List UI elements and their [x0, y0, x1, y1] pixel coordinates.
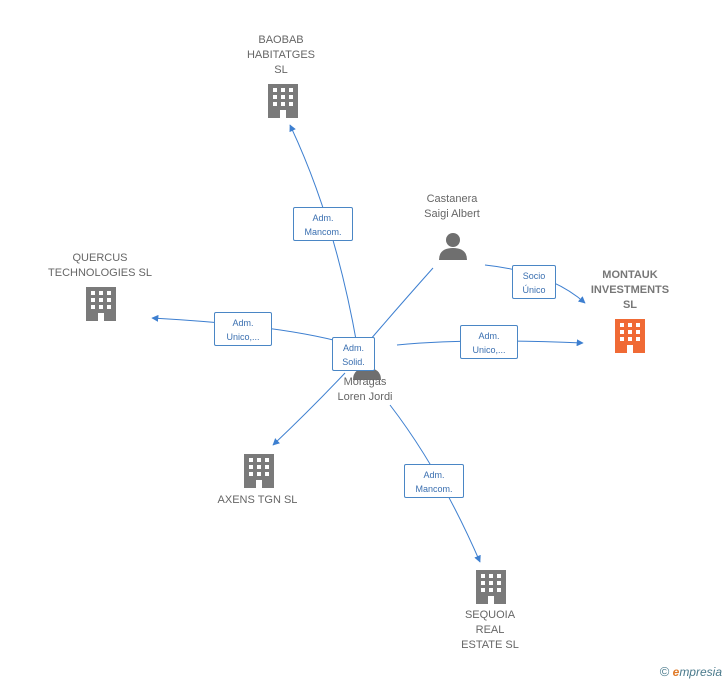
- edge-moragas-axens: [272, 372, 346, 446]
- empresia-watermark: © empresia: [660, 664, 722, 679]
- node-label-baobab[interactable]: BAOBAB HABITATGES SL: [246, 34, 316, 76]
- node-label-axens[interactable]: AXENS TGN SL: [217, 494, 298, 506]
- building-icon[interactable]: [476, 570, 506, 604]
- edge-label-castanera[interactable]: Socio Único: [512, 265, 556, 299]
- node-label-moragas[interactable]: Moragas Loren Jordi: [337, 376, 393, 403]
- node-label-montauk[interactable]: MONTAUK INVESTMENTS SL: [590, 269, 670, 311]
- edge-label-quercus[interactable]: Adm. Unico,...: [214, 312, 272, 346]
- edge-label-sequoia[interactable]: Adm. Mancom.: [404, 464, 464, 498]
- node-label-castanera[interactable]: Castanera Saigi Albert: [424, 193, 480, 220]
- brand-initial: e: [672, 665, 680, 679]
- building-icon[interactable]: [86, 287, 116, 321]
- building-icon[interactable]: [268, 84, 298, 118]
- edge-label-montauk[interactable]: Adm. Unico,...: [460, 325, 518, 359]
- node-label-sequoia[interactable]: SEQUOIA REAL ESTATE SL: [461, 609, 519, 651]
- person-icon[interactable]: [439, 233, 467, 260]
- building-icon[interactable]: [615, 319, 645, 353]
- node-label-quercus[interactable]: QUERCUS TECHNOLOGIES SL: [48, 252, 152, 279]
- copyright-symbol: ©: [659, 664, 670, 679]
- edge-label-baobab[interactable]: Adm. Mancom.: [293, 207, 353, 241]
- edge-castanera-moragas: [369, 267, 434, 341]
- building-icon[interactable]: [244, 454, 274, 488]
- brand-name: mpresia: [679, 665, 722, 679]
- edge-label-moragas[interactable]: Adm. Solid.: [332, 337, 375, 371]
